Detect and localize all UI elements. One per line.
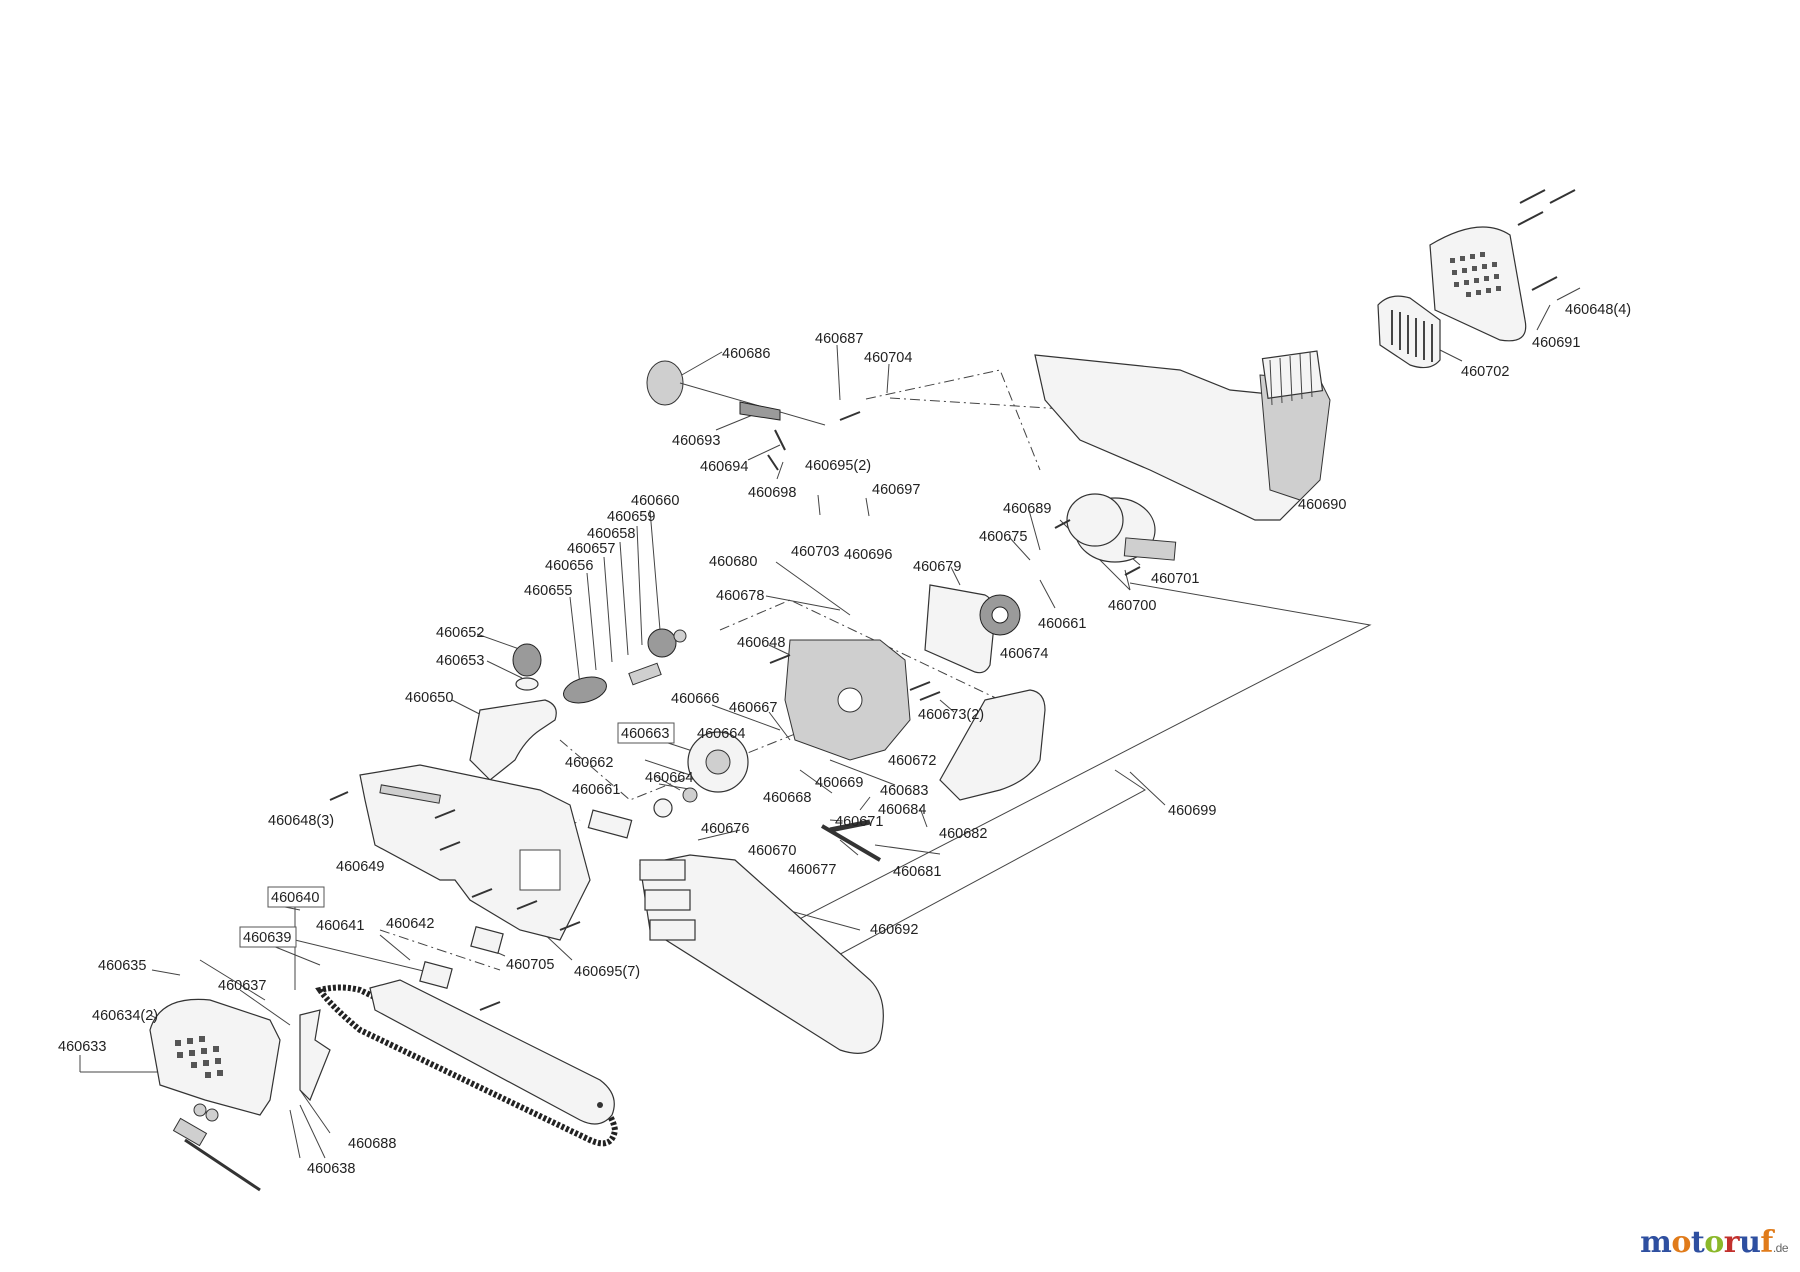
part-label: 460696	[844, 547, 892, 563]
part-label: 460678	[716, 588, 764, 604]
part-label: 460662	[565, 755, 613, 771]
part-label: 460688	[348, 1136, 396, 1152]
part-label: 460639	[243, 930, 291, 946]
part-label: 460705	[506, 957, 554, 973]
part-label: 460695(2)	[805, 458, 871, 474]
part-label: 460702	[1461, 364, 1509, 380]
part-label: 460641	[316, 918, 364, 934]
part-label: 460676	[701, 821, 749, 837]
part-labels: 460686 460687 460704 460693 460694 46069…	[58, 302, 1631, 1177]
part-label: 460682	[939, 826, 987, 842]
part-label: 460692	[870, 922, 918, 938]
part-label: 460642	[386, 916, 434, 932]
part-label: 460699	[1168, 803, 1216, 819]
part-label: 460652	[436, 625, 484, 641]
part-label: 460648	[737, 635, 785, 651]
part-label: 460698	[748, 485, 796, 501]
part-label: 460677	[788, 862, 836, 878]
part-label: 460681	[893, 864, 941, 880]
part-label: 460694	[700, 459, 748, 475]
part-label: 460670	[748, 843, 796, 859]
part-label: 460691	[1532, 335, 1580, 351]
guide-bar	[369, 979, 615, 1125]
part-label: 460683	[880, 783, 928, 799]
brand-watermark: motoruf.de	[1640, 1225, 1788, 1260]
part-label: 460679	[913, 559, 961, 575]
part-label: 460700	[1108, 598, 1156, 614]
part-label: 460687	[815, 331, 863, 347]
part-label: 460674	[1000, 646, 1048, 662]
part-label: 460634(2)	[92, 1008, 158, 1024]
part-label: 460664	[697, 726, 745, 742]
motor-tube	[939, 689, 1046, 801]
brand-letter: r	[1723, 1225, 1740, 1260]
part-label: 460648(4)	[1565, 302, 1631, 318]
part-label: 460693	[672, 433, 720, 449]
part-label: 460656	[545, 558, 593, 574]
label-box-460640	[267, 886, 325, 908]
part-label: 460666	[671, 691, 719, 707]
bar-cover	[639, 854, 884, 1054]
part-label: 460649	[336, 859, 384, 875]
label-box-460663	[617, 722, 675, 744]
part-label: 460686	[722, 346, 770, 362]
part-label: 460658	[587, 526, 635, 542]
part-label: 460664	[645, 770, 693, 786]
part-label: 460655	[524, 583, 572, 599]
part-label: 460633	[58, 1039, 106, 1055]
part-label: 460650	[405, 690, 453, 706]
part-label: 460648(3)	[268, 813, 334, 829]
part-label: 460680	[709, 554, 757, 570]
part-label: 460653	[436, 653, 484, 669]
brand-letter: u	[1739, 1225, 1761, 1260]
brand-letter: m	[1640, 1225, 1672, 1260]
part-label: 460689	[1003, 501, 1051, 517]
part-label: 460697	[872, 482, 920, 498]
brand-letter: o	[1704, 1225, 1724, 1260]
side-cover	[359, 764, 591, 941]
part-label: 460673(2)	[918, 707, 984, 723]
part-label: 460671	[835, 814, 883, 830]
brand-letter: o	[1671, 1225, 1691, 1260]
rear-cap	[1429, 226, 1527, 342]
part-label: 460638	[307, 1161, 355, 1177]
part-label: 460637	[218, 978, 266, 994]
part-label: 460703	[791, 544, 839, 560]
brand-letter: f	[1760, 1225, 1773, 1260]
part-label: 460663	[621, 726, 669, 742]
part-label: 460690	[1298, 497, 1346, 513]
part-label: 460675	[979, 529, 1027, 545]
sprocket-cover	[149, 998, 281, 1116]
part-label: 460667	[729, 700, 777, 716]
part-label: 460657	[567, 541, 615, 557]
part-label: 460669	[815, 775, 863, 791]
part-label: 460661	[1038, 616, 1086, 632]
part-label: 460640	[271, 890, 319, 906]
part-label: 460701	[1151, 571, 1199, 587]
parts-drawing	[149, 189, 1576, 1192]
part-label: 460695(7)	[574, 964, 640, 980]
part-label: 460659	[607, 509, 655, 525]
part-label: 460684	[878, 802, 926, 818]
part-label: 460660	[631, 493, 679, 509]
label-box-460639	[239, 926, 297, 948]
part-label: 460661	[572, 782, 620, 798]
part-label: 460635	[98, 958, 146, 974]
fan-cover	[924, 584, 996, 674]
part-label: 460668	[763, 790, 811, 806]
brand-letter: t	[1690, 1225, 1705, 1260]
brand-domain: .de	[1772, 1241, 1789, 1255]
part-label: 460704	[864, 350, 912, 366]
part-label: 460672	[888, 753, 936, 769]
